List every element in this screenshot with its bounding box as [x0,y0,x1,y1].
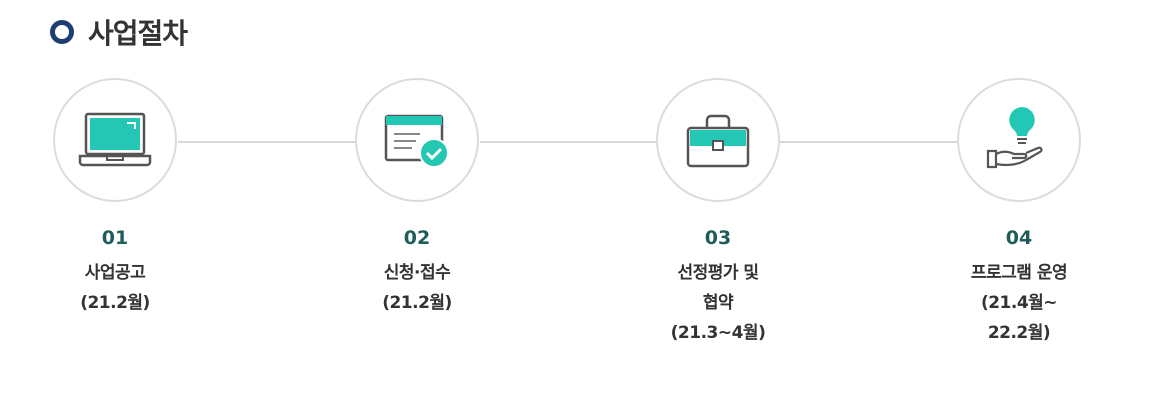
step-label-line: (21.2월) [80,293,150,313]
step-number: 02 [403,227,431,249]
laptop-icon [78,112,152,167]
step-label-line: (21.3~4월) [670,323,766,343]
step-icon-circle [355,78,479,202]
step-label-line: 협약 [702,293,734,313]
step-number: 01 [101,227,129,249]
step-label-line: 사업공고 [84,263,146,283]
process-step-4: 04 프로그램 운영 (21.4월~ 22.2월) [929,78,1109,348]
step-label: 사업공고 (21.2월) [25,258,205,318]
step-label-line: (21.2월) [382,293,452,313]
step-connector-1-2 [178,141,356,143]
ring-bullet-icon [50,20,74,44]
step-number: 04 [1005,227,1033,249]
section-title: 사업절차 [50,10,188,54]
page-title: 사업절차 [88,17,188,50]
step-label: 프로그램 운영 (21.4월~ 22.2월) [929,258,1109,348]
step-label: 신청·접수 (21.2월) [327,258,507,318]
step-number: 03 [704,227,732,249]
step-label-line: 프로그램 운영 [970,263,1068,283]
step-label-line: 22.2월) [987,323,1051,343]
step-connector-2-3 [480,141,656,143]
lightbulb-hand-icon [986,107,1043,169]
step-label-line: 선정평가 및 [677,263,759,283]
process-step-1: 01 사업공고 (21.2월) [25,78,205,318]
step-icon-circle [656,78,780,202]
step-connector-3-4 [780,141,958,143]
step-label-line: (21.4월~ [980,293,1058,313]
application-check-icon [384,114,449,168]
step-label: 선정평가 및 협약 (21.3~4월) [628,258,808,348]
step-label-line: 신청·접수 [383,263,451,283]
briefcase-icon [686,114,750,168]
step-icon-circle [957,78,1081,202]
process-step-3: 03 선정평가 및 협약 (21.3~4월) [628,78,808,348]
process-step-2: 02 신청·접수 (21.2월) [327,78,507,318]
step-icon-circle [53,78,177,202]
